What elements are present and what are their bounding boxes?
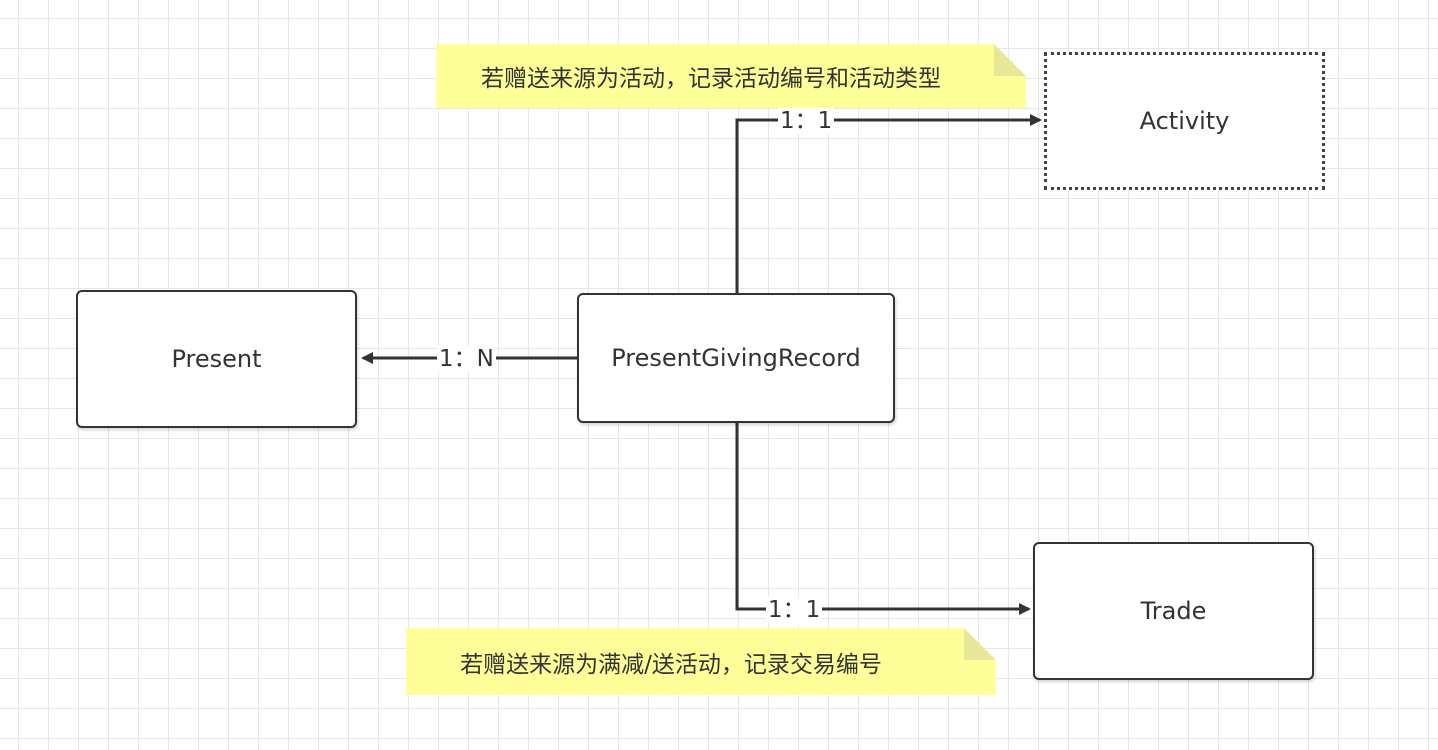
entity-present-giving-record[interactable]: PresentGivingRecord	[577, 293, 895, 423]
connector-record-activity	[735, 114, 1042, 293]
entity-trade[interactable]: Trade	[1033, 542, 1314, 680]
relationship-label-trade: 1：1	[766, 597, 823, 623]
entity-activity[interactable]: Activity	[1044, 52, 1325, 190]
connector-record-trade	[735, 423, 1031, 615]
entity-record-label: PresentGivingRecord	[611, 344, 861, 372]
note-trade: 若赠送来源为满减/送活动，记录交易编号	[406, 628, 996, 695]
entity-present[interactable]: Present	[76, 290, 357, 428]
relationship-label-present: 1：N	[437, 346, 496, 372]
relationship-label-activity: 1：1	[778, 108, 835, 134]
note-trade-text: 若赠送来源为满减/送活动，记录交易编号	[460, 651, 882, 678]
note-activity: 若赠送来源为活动，记录活动编号和活动类型	[436, 44, 1026, 108]
entity-trade-label: Trade	[1140, 597, 1207, 625]
entity-activity-label: Activity	[1139, 107, 1230, 135]
entity-present-label: Present	[171, 345, 262, 373]
note-activity-text: 若赠送来源为活动，记录活动编号和活动类型	[481, 66, 941, 92]
